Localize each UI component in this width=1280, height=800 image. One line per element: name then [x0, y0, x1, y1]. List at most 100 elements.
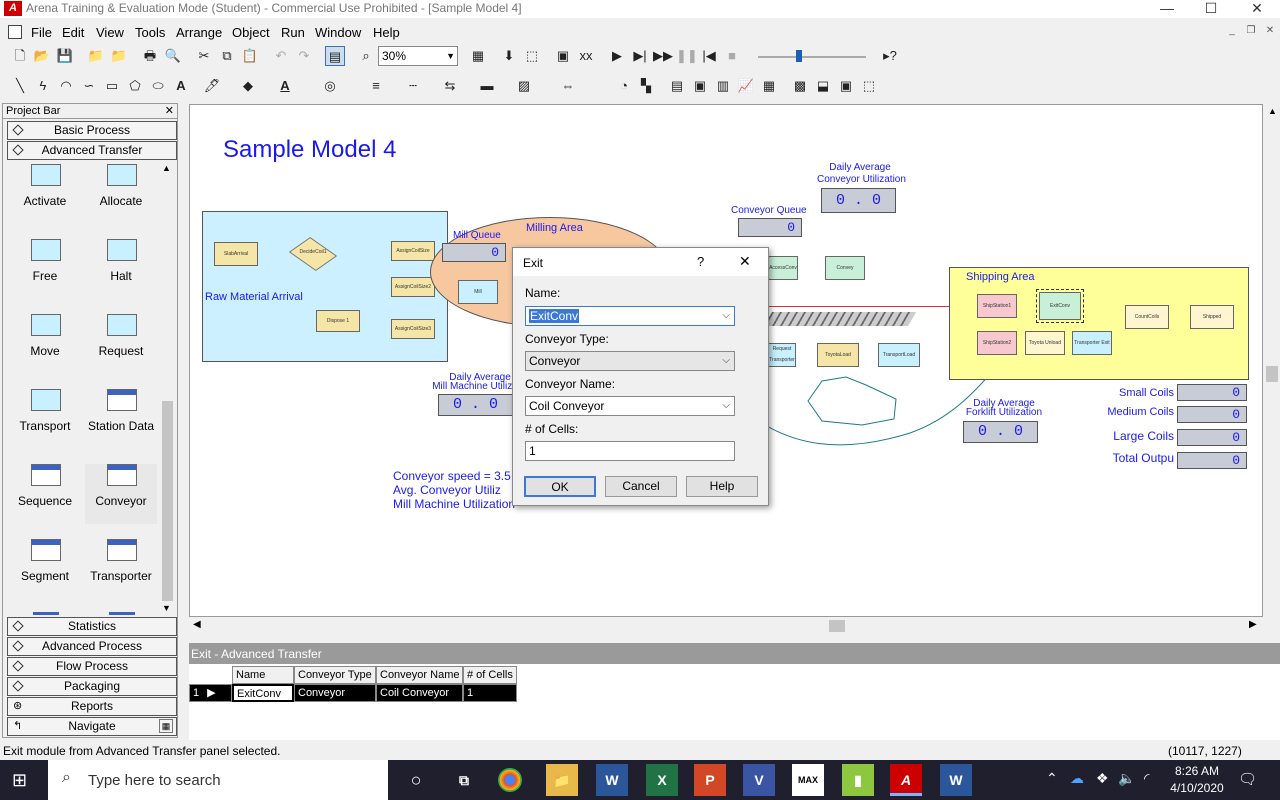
- scroll-up-icon[interactable]: ▲: [1268, 106, 1277, 116]
- project-bar-scrollbar[interactable]: ▲ ▼: [159, 161, 176, 615]
- cut-icon[interactable]: ✂: [198, 48, 210, 63]
- header-name[interactable]: Name: [232, 666, 294, 684]
- fast-forward-icon[interactable]: ▶▶: [653, 48, 673, 63]
- document-icon[interactable]: [8, 25, 22, 39]
- transporter-exit-module[interactable]: Transporter Exit: [1072, 331, 1112, 355]
- convey-module[interactable]: Convey: [825, 256, 865, 280]
- scroll-up-icon[interactable]: ▲: [162, 163, 171, 173]
- menu-run[interactable]: Run: [281, 25, 305, 40]
- menu-object[interactable]: Object: [232, 25, 270, 40]
- slider-thumb[interactable]: [796, 50, 802, 62]
- station-marker-icon[interactable]: ⬚: [525, 48, 539, 63]
- split-view-icon[interactable]: ▤: [325, 46, 345, 66]
- connect-icon[interactable]: ⬇: [503, 48, 515, 63]
- module-transport[interactable]: Transport: [9, 389, 81, 449]
- animate-icon[interactable]: ▣: [556, 48, 570, 63]
- text-color-icon[interactable]: A: [280, 78, 290, 93]
- panel-basic-process[interactable]: Basic Process: [7, 121, 177, 140]
- excel-icon[interactable]: X: [646, 764, 678, 796]
- count-coils-module[interactable]: CountCoils: [1125, 305, 1169, 329]
- panel-reports[interactable]: ⊛Reports: [7, 697, 177, 716]
- conveyor-belt[interactable]: [763, 312, 917, 326]
- line-icon[interactable]: ╲: [16, 78, 24, 93]
- canvas-horizontal-scrollbar[interactable]: ◀ ▶: [189, 618, 1263, 634]
- histogram-icon[interactable]: ▥: [716, 78, 730, 93]
- text-icon[interactable]: A: [176, 78, 186, 93]
- cell-name[interactable]: ExitConv: [232, 684, 294, 702]
- module-activate[interactable]: Activate: [9, 164, 81, 224]
- route-icon[interactable]: ▩: [793, 78, 807, 93]
- menu-edit[interactable]: Edit: [62, 25, 85, 40]
- window-background-icon[interactable]: ◎: [324, 78, 336, 93]
- module-segment[interactable]: Segment: [9, 539, 81, 599]
- help-button[interactable]: Help: [686, 476, 758, 497]
- panel-statistics[interactable]: Statistics: [7, 617, 177, 636]
- taskbar-date[interactable]: 4/10/2020: [1170, 781, 1224, 795]
- template-detach-icon[interactable]: 📁: [110, 48, 128, 63]
- conveyor-type-select[interactable]: Conveyor⌵: [525, 351, 735, 371]
- menu-file[interactable]: File: [31, 25, 52, 40]
- minimize-icon[interactable]: —: [1160, 0, 1174, 16]
- header-cells[interactable]: # of Cells: [463, 666, 517, 684]
- open-icon[interactable]: 📂: [33, 48, 51, 63]
- help-icon[interactable]: ?: [697, 254, 705, 269]
- row-header[interactable]: 1▶: [189, 684, 232, 702]
- arrow-style-icon[interactable]: ⇆: [444, 78, 456, 93]
- maxqda-icon[interactable]: MAX: [792, 764, 824, 796]
- minitab-icon[interactable]: ▮: [842, 764, 874, 796]
- slab-arrival-module[interactable]: SlabArrival: [214, 242, 258, 266]
- cell-conveyor-type[interactable]: Conveyor: [294, 684, 376, 702]
- maximize-icon[interactable]: ☐: [1204, 0, 1218, 16]
- module-conveyor[interactable]: Conveyor: [85, 464, 157, 524]
- module-free[interactable]: Free: [9, 239, 81, 299]
- cell-cells[interactable]: 1: [463, 684, 517, 702]
- canvas-vertical-scrollbar[interactable]: ▲: [1264, 104, 1280, 617]
- module-allocate[interactable]: Allocate: [85, 164, 157, 224]
- windows-start-icon[interactable]: ⊞: [12, 770, 28, 790]
- menu-view[interactable]: View: [96, 25, 124, 40]
- show-dimensions-icon[interactable]: ⇔: [561, 78, 575, 93]
- template-attach-icon[interactable]: 📁: [87, 48, 105, 63]
- polyline-icon[interactable]: ϟ: [39, 78, 47, 93]
- plot-icon[interactable]: 📈: [737, 78, 755, 93]
- intersection-icon[interactable]: ▣: [839, 78, 853, 93]
- line-style-icon[interactable]: ┄: [409, 78, 417, 93]
- print-preview-icon[interactable]: 🔍: [164, 48, 182, 63]
- cell-conveyor-name[interactable]: Coil Conveyor: [376, 684, 463, 702]
- station-icon[interactable]: ⬓: [816, 78, 830, 93]
- menu-arrange[interactable]: Arrange: [176, 25, 223, 40]
- redo-icon[interactable]: ↷: [298, 48, 310, 63]
- bezier-icon[interactable]: ∽: [83, 78, 95, 93]
- arena-taskbar-icon[interactable]: A: [890, 764, 922, 796]
- scroll-right-icon[interactable]: ▶: [1249, 619, 1257, 630]
- chrome-icon[interactable]: [498, 768, 522, 792]
- sxx-icon[interactable]: xx: [579, 48, 593, 63]
- chevron-up-icon[interactable]: ⌃: [1046, 770, 1058, 786]
- cortana-icon[interactable]: ○: [410, 770, 422, 790]
- taskbar-search-box[interactable]: ⌕ Type here to search: [48, 760, 388, 800]
- mdi-minimize-icon[interactable]: _: [1229, 25, 1235, 36]
- menu-help[interactable]: Help: [373, 25, 400, 40]
- dropbox-icon[interactable]: ❖: [1096, 770, 1109, 786]
- volume-icon[interactable]: 🔈: [1118, 770, 1136, 786]
- header-conveyor-name[interactable]: Conveyor Name: [376, 666, 463, 684]
- task-view-icon[interactable]: ⧉: [459, 772, 469, 788]
- copy-icon[interactable]: ⧉: [222, 48, 232, 63]
- toyota-unload-module[interactable]: Toyota Unload: [1025, 331, 1065, 355]
- chart-icon[interactable]: ▦: [762, 78, 776, 93]
- taskbar-time[interactable]: 8:26 AM: [1174, 764, 1220, 778]
- zoom-select[interactable]: 30%▼: [378, 46, 458, 66]
- ok-button[interactable]: OK: [524, 476, 596, 497]
- scroll-down-icon[interactable]: ▼: [162, 603, 171, 613]
- undo-icon[interactable]: ↶: [275, 48, 287, 63]
- panel-advanced-transfer[interactable]: Advanced Transfer: [7, 141, 177, 160]
- layers-icon[interactable]: ▦: [471, 48, 485, 63]
- zoom-icon[interactable]: ⌕: [362, 48, 370, 63]
- file-explorer-icon[interactable]: 📁: [546, 764, 578, 796]
- powerpoint-icon[interactable]: P: [694, 764, 726, 796]
- step-icon[interactable]: ▶|: [633, 48, 647, 63]
- assign2-module[interactable]: AssignCoilSize2: [391, 277, 435, 297]
- box-icon[interactable]: ▭: [105, 78, 119, 93]
- end-icon[interactable]: ■: [728, 48, 736, 63]
- line-pattern-icon[interactable]: ▬: [480, 78, 494, 93]
